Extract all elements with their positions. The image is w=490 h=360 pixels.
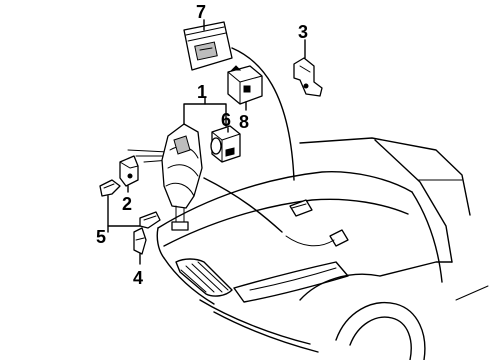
callout-3: 3: [298, 22, 308, 42]
clip-part-4: [133, 227, 147, 255]
fender-sensor: [329, 229, 349, 247]
relay-box-part-8: [227, 65, 263, 105]
callout-2: 2: [122, 194, 132, 214]
sensor-part-5-upper: [99, 179, 121, 197]
sensor-part-6: [210, 125, 241, 163]
callout-8: 8: [239, 112, 249, 132]
callout-7: 7: [196, 2, 206, 22]
callout-6: 6: [221, 110, 231, 130]
hood-sensor: [289, 199, 313, 217]
callout-4: 4: [133, 268, 143, 288]
bracket-part-2: [119, 155, 139, 187]
assembly-part-1: [161, 123, 203, 231]
sensor-wire: [285, 235, 335, 247]
callout-leaders: [107, 19, 306, 265]
callout-5: 5: [96, 227, 106, 247]
control-module-part-7: [183, 21, 233, 71]
bracket-part-3: [293, 57, 323, 97]
sensor-part-5-lower: [139, 211, 161, 229]
leader-lines: [127, 47, 295, 233]
vehicle-front: [156, 137, 489, 360]
callout-1: 1: [197, 82, 207, 102]
